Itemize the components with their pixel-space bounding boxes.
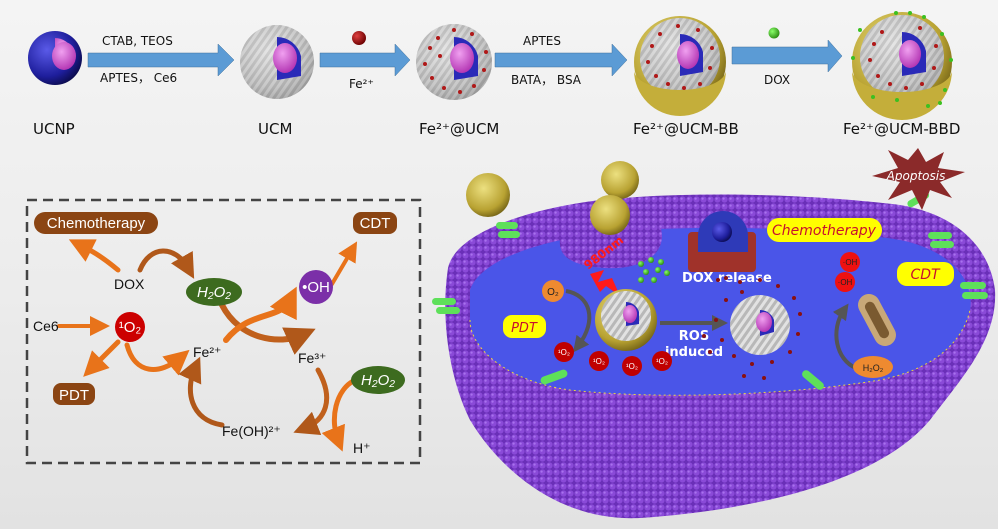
species-fe3: Fe³⁺ xyxy=(298,350,326,366)
cell-cdt-label: CDT xyxy=(910,267,941,283)
singlet-o2-bubbles: ¹O₂ ¹O₂ ¹O₂ ¹O₂ xyxy=(554,342,672,376)
cell-cdt-badge: CDT xyxy=(897,262,954,286)
stage-label-ucnp: UCNP xyxy=(33,120,75,138)
oh-bubble-1: ·OH xyxy=(835,272,855,292)
species-h-plus: H⁺ xyxy=(353,440,371,456)
stage-label-ucm: UCM xyxy=(258,120,292,138)
laser-bolt-icon xyxy=(590,270,620,296)
stage-label-fe-ucm: Fe²⁺@UCM xyxy=(419,120,499,138)
arrow-oh-to-cdt xyxy=(330,241,358,286)
step1-reagents-above: CTAB, TEOS xyxy=(102,34,173,48)
stage-label-fe-ucm-bb: Fe²⁺@UCM-BB xyxy=(633,120,739,138)
stage-label-fe-ucm-bbd: Fe²⁺@UCM-BBD xyxy=(843,120,960,138)
pdt-label: PDT xyxy=(59,387,89,404)
apoptosis-label: Apoptosis xyxy=(886,169,946,183)
cell-chemotherapy-badge: Chemotherapy xyxy=(767,218,882,242)
ros-label-line1: ROS xyxy=(679,329,709,344)
arrow-fe3-to-feoh xyxy=(293,367,330,435)
arrow-feoh-to-fe2 xyxy=(178,356,225,428)
singlet-o2-label: ¹O₂ xyxy=(593,357,605,366)
oh-label: ·OH xyxy=(838,278,853,287)
step3-reagents-below: BATA， BSA xyxy=(511,73,582,87)
arrow-singlet-o2-to-pdt xyxy=(83,339,121,377)
dox-dot-icon xyxy=(768,27,780,39)
dashed-border xyxy=(25,198,422,465)
nanoparticle-irradiated xyxy=(595,289,657,351)
nanoparticle-outside-1 xyxy=(466,173,510,217)
oh-radical-circle: •OH xyxy=(299,270,333,304)
arrow-dox-to-h2o2 xyxy=(137,248,195,279)
step4-reagent-below: DOX xyxy=(764,73,790,87)
ucnp-core-shell-sphere-icon xyxy=(28,31,82,85)
species-h2o2-right: H₂O₂ xyxy=(361,372,395,389)
endocytic-vesicle xyxy=(559,205,662,269)
chemotherapy-pill: Chemotherapy xyxy=(34,212,158,234)
oh-bubble-2: ·OH xyxy=(840,252,860,272)
process-arrow-3 xyxy=(494,43,628,77)
singlet-o2-label: ¹O₂ xyxy=(626,362,638,371)
species-feoh: Fe(OH)²⁺ xyxy=(222,423,281,439)
oh-label: ·OH xyxy=(843,258,858,267)
fe-ion-dot-icon xyxy=(352,31,366,45)
nucleus-icon xyxy=(688,211,756,272)
arrow-fe2-to-oh xyxy=(223,286,297,343)
species-fe2: Fe²⁺ xyxy=(193,344,221,360)
o2-conversion-arrow xyxy=(565,289,592,353)
h2o2-label: H₂O₂ xyxy=(863,363,884,373)
arrow-h2o2-to-h-plus xyxy=(321,377,358,452)
species-singlet-o2: ¹O₂ xyxy=(119,319,142,336)
species-h2o2-top: H₂O₂ xyxy=(197,284,231,301)
chemotherapy-label: Chemotherapy xyxy=(47,215,146,232)
arrow-h2o2-to-fe3 xyxy=(219,302,316,355)
h2o2-right-ellipse: H₂O₂ xyxy=(351,366,405,394)
nanoparticle-degraded xyxy=(730,295,790,355)
tumor-cell-illustration: Apoptosis Chemotherapy CDT PDT 980nm DOX… xyxy=(432,148,996,519)
reaction-arrows xyxy=(57,239,358,452)
synthesis-row: UCNP CTAB, TEOS APTES， Ce6 UCM Fe²⁺ xyxy=(28,11,960,138)
mesoporous-silica-sphere-icon xyxy=(240,25,314,99)
membrane-edge xyxy=(469,309,971,396)
step2-reagent-below: Fe²⁺ xyxy=(349,77,374,91)
fe-ions-released xyxy=(702,276,802,380)
nanoparticle-outside-2 xyxy=(601,161,639,199)
ros-label-line2: induced xyxy=(665,345,723,360)
h2o2-top-ellipse: H₂O₂ xyxy=(186,278,242,306)
nanoparticle-entering xyxy=(590,195,630,235)
iron-loaded-sphere-icon xyxy=(416,24,492,100)
arrow-singlet-o2-to-fe2 xyxy=(124,342,190,376)
mitochondrion-icon xyxy=(858,293,896,347)
h2o2-bubble: H₂O₂ xyxy=(853,356,893,378)
process-arrow-4 xyxy=(731,39,843,73)
bsa-coated-sphere-icon xyxy=(634,16,726,116)
pdt-pill: PDT xyxy=(53,383,95,405)
dox-molecules xyxy=(638,257,670,283)
cdt-label: CDT xyxy=(360,215,391,232)
dox-loaded-sphere-icon xyxy=(851,11,953,120)
apoptosis-burst: Apoptosis xyxy=(872,148,965,210)
step3-reagents-above: APTES xyxy=(523,34,561,48)
species-ce6: Ce6 xyxy=(33,318,59,334)
o2-bubble: O₂ xyxy=(542,280,564,302)
o2-label: O₂ xyxy=(547,287,559,298)
species-oh: •OH xyxy=(302,279,330,296)
cell-pdt-badge: PDT xyxy=(503,315,546,338)
cell-pdt-label: PDT xyxy=(511,321,538,336)
cell-chemotherapy-label: Chemotherapy xyxy=(772,223,877,239)
process-arrow-1 xyxy=(87,43,235,77)
h2o2-to-oh-arrow xyxy=(832,303,857,370)
membrane-receptors xyxy=(432,191,988,390)
singlet-o2-label: ¹O₂ xyxy=(656,357,668,366)
species-dox: DOX xyxy=(114,276,145,292)
cdt-pill: CDT xyxy=(353,212,397,234)
singlet-o2-circle: ¹O₂ xyxy=(115,312,145,342)
mechanism-panel: Chemotherapy CDT PDT DOX H₂O₂ •OH Ce6 ¹O… xyxy=(25,198,422,465)
process-arrow-2 xyxy=(319,43,411,77)
singlet-o2-label: ¹O₂ xyxy=(558,348,570,357)
step1-reagents-below: APTES， Ce6 xyxy=(100,71,177,85)
arrow-dox-to-chemotherapy xyxy=(68,239,121,273)
